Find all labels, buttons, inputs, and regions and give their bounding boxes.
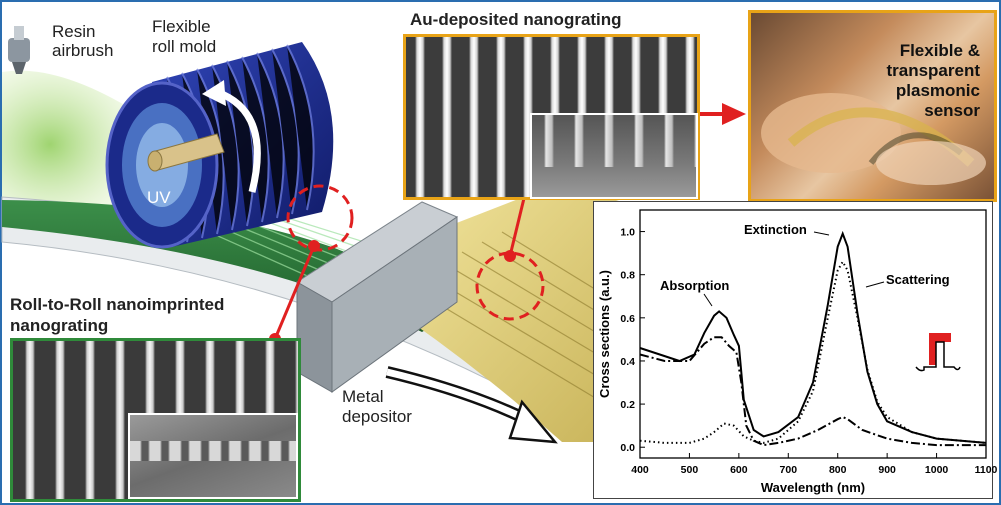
mold-label-line1: Flexible	[152, 17, 211, 36]
annotation-extinction: Extinction	[744, 222, 807, 237]
x-tick-label: 1000	[925, 464, 949, 476]
au-nanograting-sem	[403, 34, 700, 200]
inspect-circle-green	[286, 184, 354, 252]
au-nanograting-title: Au-deposited nanograting	[410, 10, 622, 29]
series-line-scattering	[639, 259, 987, 444]
r2r-label: Roll-to-Roll nanoimprinted nanograting	[10, 294, 224, 336]
annotation-pointer	[865, 281, 885, 288]
r2r-nanograting-sem	[10, 338, 301, 502]
resin-label-line1: Resin	[52, 22, 96, 41]
sensor-label-line4: sensor	[924, 101, 980, 120]
x-tick-label: 400	[631, 464, 649, 476]
y-tick-label: 0.6	[620, 313, 635, 325]
metal-depositor	[296, 201, 459, 393]
au-crosssection-inset	[530, 113, 698, 199]
travel-arrow	[385, 366, 558, 444]
series-line-extinction	[639, 230, 987, 444]
annotation-absorption: Absorption	[660, 278, 729, 293]
y-tick-label: 1.0	[620, 227, 635, 239]
x-tick-label: 1100	[975, 464, 998, 476]
metal-depositor-label: Metal depositor	[342, 387, 412, 427]
y-axis-label: Cross sections (a.u.)	[597, 270, 612, 398]
roll-mold-label: Flexible roll mold	[152, 17, 216, 57]
x-tick-label: 900	[878, 464, 896, 476]
r2r-label-line1: Roll-to-Roll nanoimprinted	[10, 295, 225, 314]
sensor-photo-shapes	[761, 93, 986, 185]
r2r-crosssection-inset	[128, 413, 298, 499]
y-tick-label: 0.0	[620, 442, 635, 454]
sensor-label-line1: Flexible &	[899, 41, 980, 60]
metal-label-line1: Metal	[342, 387, 384, 406]
metal-label-line2: depositor	[342, 407, 412, 426]
flexible-sensor-photo: Flexible & transparent plasmonic sensor	[748, 10, 997, 202]
inspect-circle-gold	[475, 251, 545, 321]
annotation-scattering: Scattering	[886, 272, 950, 287]
series-line-absorption	[639, 336, 986, 447]
connector-lines	[273, 189, 528, 340]
x-tick-label: 700	[780, 464, 798, 476]
sensor-label-line3: plasmonic	[895, 81, 980, 100]
spectra-chart: 400 500 600 700 800 900 1000 1100 0.0 0.2 0.4 0.6 0.…	[597, 209, 998, 495]
x-tick-label: 600	[730, 464, 748, 476]
mold-label-line2: roll mold	[152, 37, 217, 56]
grating-profile-icon	[915, 333, 961, 372]
plot-area	[639, 209, 987, 459]
x-tick-label: 800	[829, 464, 847, 476]
y-tick-label: 0.4	[620, 356, 635, 368]
x-axis-label: Wavelength (nm)	[761, 480, 865, 495]
resin-airbrush-label: Resin airbrush	[52, 22, 113, 60]
sensor-label-line2: transparent	[886, 61, 980, 80]
y-tick-label: 0.2	[620, 399, 635, 411]
resin-label-line2: airbrush	[52, 41, 114, 60]
y-tick-label: 0.8	[620, 270, 635, 282]
uv-label: UV	[147, 188, 171, 207]
spectra-chart-panel: 400 500 600 700 800 900 1000 1100 0.0 0.2 0.4 0.6 0.…	[593, 201, 998, 499]
annotation-pointer	[813, 231, 830, 236]
sensor-label: Flexible & transparent plasmonic sensor	[886, 41, 980, 121]
annotation-pointer	[703, 293, 713, 307]
x-tick-label: 500	[681, 464, 699, 476]
roll-mold	[105, 42, 334, 249]
r2r-label-line2: nanograting	[10, 316, 109, 335]
airbrush-icon	[8, 26, 30, 74]
